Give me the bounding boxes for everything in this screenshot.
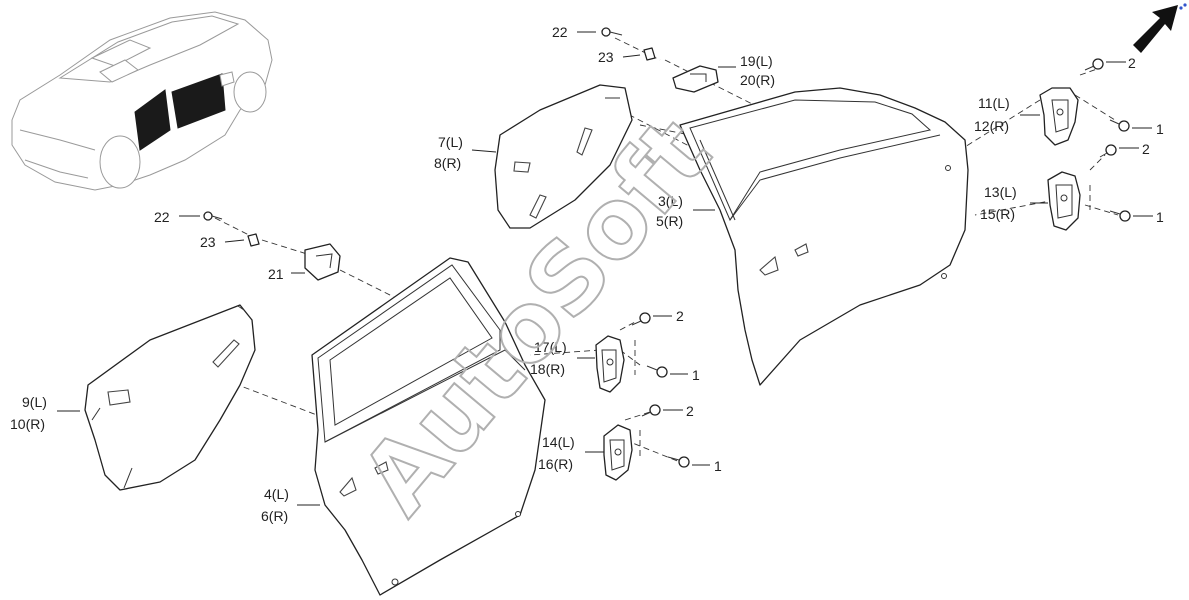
- clip-23-upper: [643, 47, 656, 61]
- callout-9-l: 9(L): [22, 394, 47, 410]
- callout-3-l: 3(L): [658, 193, 683, 209]
- front-upper-hinge-11-12: [1039, 87, 1079, 146]
- callout-20-r: 20(R): [740, 72, 775, 88]
- callout-17-l: 17(L): [534, 339, 567, 355]
- assembly-lines: [214, 37, 1119, 463]
- callout-2-rear-lower: 2: [686, 403, 694, 419]
- callout-19-l: 19(L): [740, 53, 773, 69]
- bolt-2-front-upper: [1084, 58, 1104, 71]
- callout-4-l: 4(L): [264, 486, 289, 502]
- callout-21: 21: [268, 266, 284, 282]
- callout-18-r: 18(R): [530, 361, 565, 377]
- rear-door-4-6: [311, 257, 546, 596]
- callout-14-l: 14(L): [542, 434, 575, 450]
- rear-upper-hinge-17-18: [595, 335, 625, 393]
- bracket-21: [304, 243, 341, 281]
- callout-16-r: 16(R): [538, 456, 573, 472]
- callout-15-r: 15(R): [980, 206, 1015, 222]
- rear-lower-hinge-14-16: [603, 424, 633, 481]
- callout-22-upper: 22: [552, 24, 568, 40]
- bolt-1-front-upper: [1109, 119, 1130, 132]
- bolt-1-rear-lower: [667, 456, 690, 468]
- callout-5-r: 5(R): [656, 213, 683, 229]
- bolt-2-front-lower: [1099, 144, 1117, 158]
- callout-11-l: 11(L): [978, 95, 1010, 111]
- front-door-3-5: [679, 87, 969, 386]
- trim-pad-7-8: [494, 84, 633, 229]
- callout-23-lower: 23: [200, 234, 216, 250]
- callout-13-l: 13(L): [984, 184, 1017, 200]
- bolt-2-rear-upper: [631, 312, 651, 326]
- front-lower-hinge-13-15: [1047, 171, 1081, 231]
- callout-2-rear-upper: 2: [676, 308, 684, 324]
- callout-8-r: 8(R): [434, 155, 461, 171]
- front-direction-arrow: [1133, 3, 1187, 53]
- bolt-22-upper: [601, 27, 623, 37]
- callout-23-upper: 23: [598, 49, 614, 65]
- callout-12-r: 12(R): [974, 118, 1009, 134]
- callout-1-front-lower: 1: [1156, 209, 1164, 225]
- callout-labels: 22 23 19(L) 20(R) 7(L) 8(R) 3(L) 5(R) 11…: [10, 24, 1164, 524]
- car-location-thumbnail: [11, 11, 273, 191]
- trim-pad-9-10: [84, 304, 256, 491]
- callout-2-front-lower: 2: [1142, 141, 1150, 157]
- bolt-1-rear-upper: [646, 365, 668, 378]
- bolt-22-lower: [203, 211, 223, 221]
- callout-1-rear-upper: 1: [692, 367, 700, 383]
- bracket-19-20: [672, 65, 719, 93]
- callout-2-front-upper: 2: [1128, 55, 1136, 71]
- callout-10-r: 10(R): [10, 416, 45, 432]
- bolt-2-rear-lower: [641, 404, 661, 417]
- callout-7-l: 7(L): [438, 134, 463, 150]
- callout-1-front-upper: 1: [1156, 121, 1164, 137]
- callout-1-rear-lower: 1: [714, 458, 722, 474]
- bolt-1-front-lower: [1109, 210, 1131, 222]
- callout-6-r: 6(R): [261, 508, 288, 524]
- leader-lines: [57, 31, 1153, 506]
- clip-23-lower: [247, 233, 260, 247]
- callout-22-lower: 22: [154, 209, 170, 225]
